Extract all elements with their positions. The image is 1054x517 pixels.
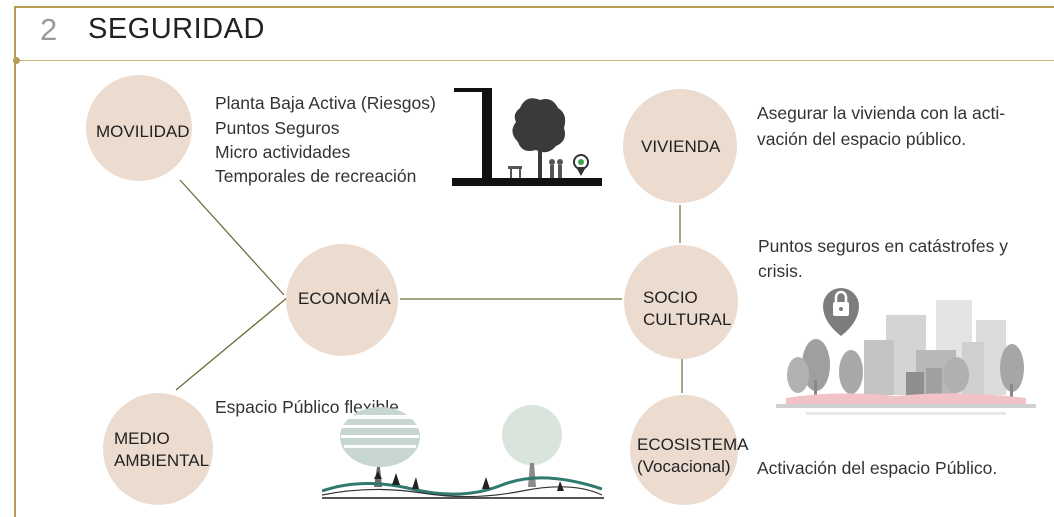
page-title: SEGURIDAD — [88, 13, 265, 45]
trees-park-illustration — [322, 405, 604, 499]
node-economia — [286, 244, 398, 356]
link-movilidad-economia — [179, 179, 285, 296]
city-skyline-illustration — [776, 288, 1036, 415]
divider-dot — [13, 57, 20, 64]
node-ecosistema — [630, 395, 738, 505]
movilidad-item-2: Puntos Seguros — [215, 118, 340, 138]
node-medio-ambiental — [103, 393, 213, 505]
vivienda-desc-line-1: Asegurar la vivienda con la acti- — [757, 103, 1006, 123]
movilidad-item-4: Temporales de recreación — [215, 166, 417, 186]
socio-desc-line-2: crisis. — [758, 261, 803, 281]
header-divider — [20, 60, 1054, 61]
node-vivienda — [623, 89, 737, 203]
node-label-ambiental: AMBIENTAL — [114, 451, 210, 470]
movilidad-item-3: Micro actividades — [215, 142, 351, 162]
node-label-medio: MEDIO — [114, 429, 170, 448]
movilidad-item-1: Planta Baja Activa (Riesgos) — [215, 93, 436, 113]
node-label-movilidad: MOVILIDAD — [96, 122, 190, 141]
node-label-economia: ECONOMÍA — [298, 289, 391, 308]
node-label-ecosistema: ECOSISTEMA — [637, 435, 749, 454]
ecosistema-desc: Activación del espacio Público. — [757, 458, 998, 478]
node-label-socio: SOCIO — [643, 288, 698, 307]
node-label-vivienda: VIVIENDA — [641, 137, 721, 156]
node-movilidad — [86, 75, 192, 181]
frame-top-border — [14, 6, 1054, 8]
medio-desc: Espacio Público flexible — [215, 397, 399, 417]
building-ground-floor-illustration — [452, 88, 602, 186]
node-socio-cultural — [624, 245, 738, 359]
vivienda-desc-line-2: vación del espacio público. — [757, 129, 967, 149]
frame-left-border — [14, 6, 16, 517]
section-number: 2 — [40, 12, 58, 47]
location-lock-icon — [823, 288, 859, 336]
link-medioambiental-economia — [175, 296, 289, 391]
node-label-vocacional: (Vocacional) — [637, 457, 731, 476]
node-label-cultural: CULTURAL — [643, 310, 732, 329]
socio-desc-line-1: Puntos seguros en catástrofes y — [758, 236, 1008, 256]
